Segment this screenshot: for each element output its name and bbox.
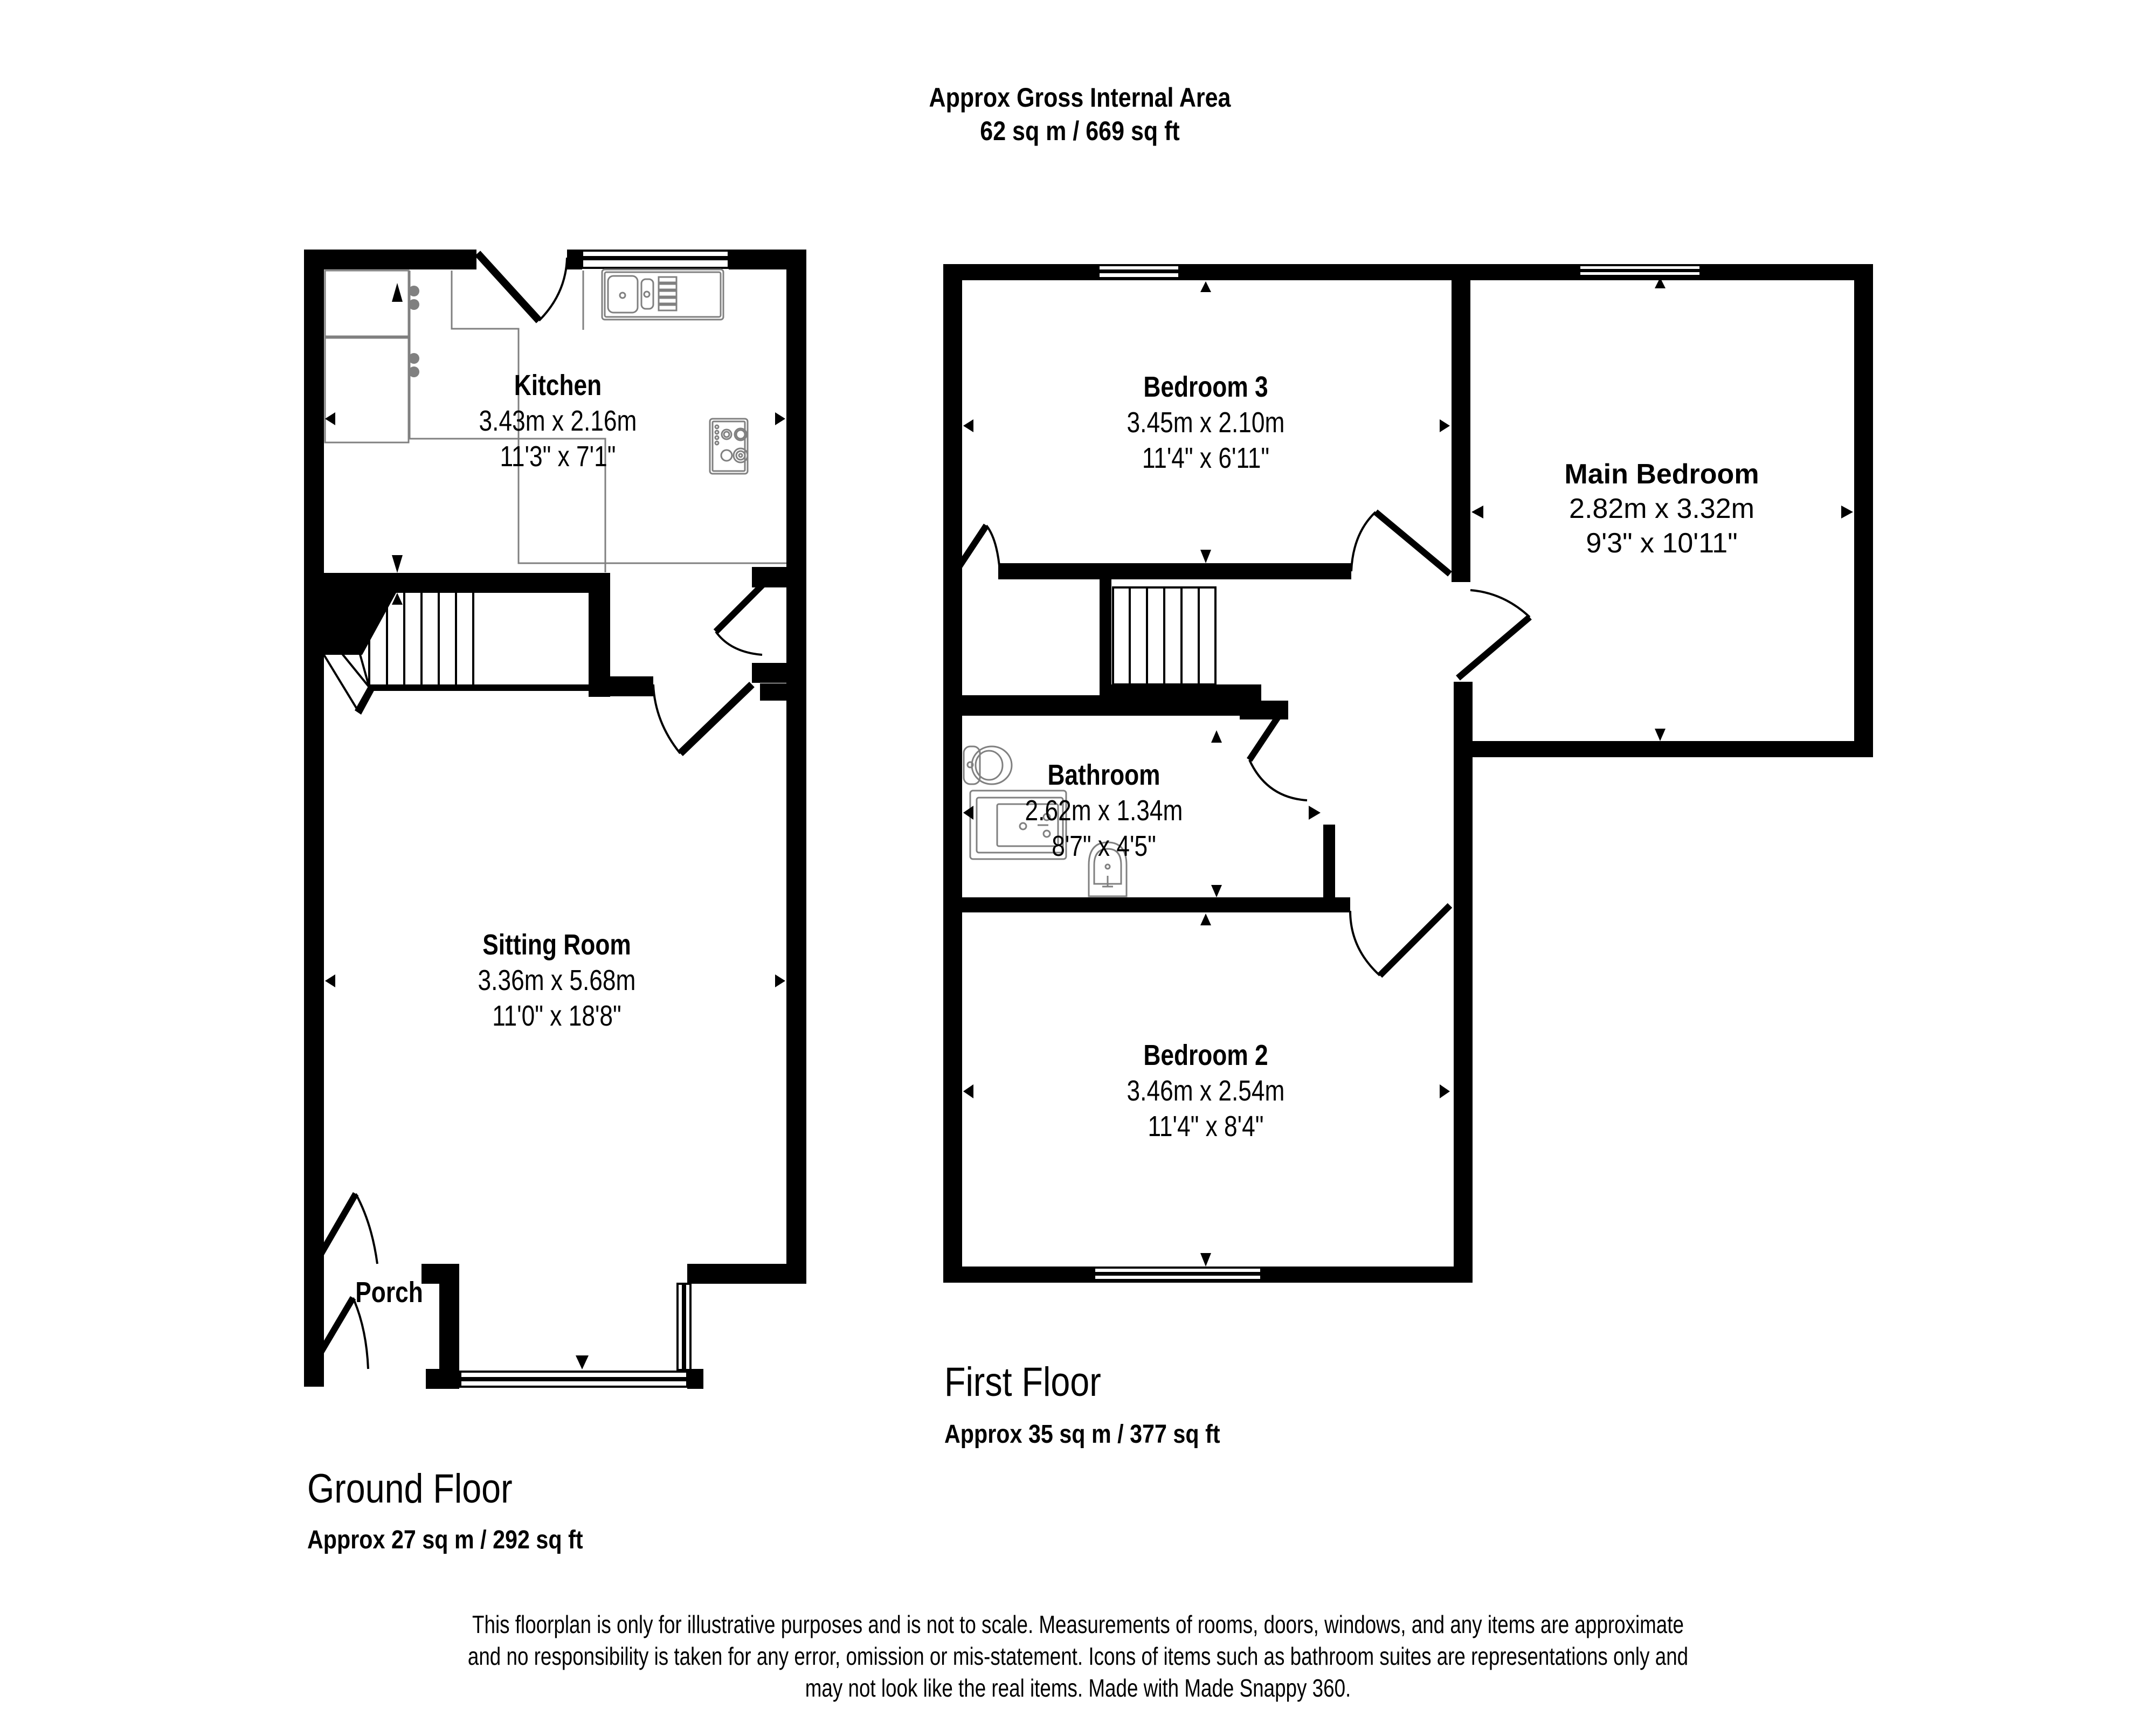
bedroom2-name: Bedroom 2 [1143, 1039, 1268, 1071]
bath-arrow-up [1211, 730, 1222, 743]
sitting-arrow-down [576, 1355, 589, 1369]
bath-arrow-right [1309, 806, 1321, 820]
ground-floor-plan [304, 250, 806, 1389]
gross-area-title: Approx Gross Internal Area [929, 82, 1231, 113]
kitchen-hob-icon [709, 418, 749, 475]
bed2-arrow-left [963, 1084, 973, 1098]
kitchen-imperial: 11'3" x 7'1" [500, 440, 616, 473]
kitchen-name: Kitchen [514, 369, 602, 402]
ground-floor-area: Approx 27 sq m / 292 sq ft [307, 1526, 583, 1554]
bed2-arrow-up [1200, 914, 1211, 925]
wash-basin-icon [1088, 841, 1128, 897]
disclaimer-line-3: may not look like the real items. Made w… [805, 1674, 1351, 1702]
porch-front-door [312, 1192, 378, 1369]
sitting-arrow-up [392, 593, 403, 605]
sitting-room-bay-window [459, 1283, 692, 1388]
plan-header: Approx Gross Internal Area 62 sq m / 669… [153, 81, 2007, 148]
bath-arrow-down [1211, 885, 1222, 897]
kitchen-sink-icon [601, 268, 724, 321]
bedroom2-window [1093, 1267, 1262, 1274]
main-arrow-right [1841, 506, 1853, 518]
kitchen-metric: 3.43m x 2.16m [479, 405, 637, 437]
kitchen-worktops [324, 269, 786, 572]
kitchen-back-door [474, 251, 568, 323]
disclaimer-line-1: This floorplan is only for illustrative … [472, 1610, 1684, 1638]
kitchen-arrow-left [325, 412, 335, 425]
first-floor-plan [943, 264, 1873, 1283]
room-label-bathroom: Bathroom 2.62m x 1.34m 8'7" x 4'5" [1007, 757, 1200, 864]
bed2-arrow-right [1440, 1084, 1450, 1098]
main-bedroom-window [1578, 264, 1702, 271]
main-bedroom-metric: 2.82m x 3.32m [1569, 493, 1754, 524]
sitting-room-metric: 3.36m x 5.68m [478, 964, 636, 997]
toilet-icon [963, 745, 1013, 785]
sitting-arrow-right [775, 974, 785, 987]
room-label-sitting-room: Sitting Room 3.36m x 5.68m 11'0" x 18'8" [460, 927, 653, 1034]
room-label-porch: Porch [348, 1275, 430, 1310]
main-arrow-down [1655, 729, 1666, 741]
bath-icon [969, 790, 1067, 860]
bed3-arrow-left [963, 419, 973, 432]
stair-base-wall [355, 684, 589, 715]
gross-area-value: 62 sq m / 669 sq ft [980, 116, 1180, 146]
sitting-room-imperial: 11'0" x 18'8" [492, 1000, 621, 1032]
disclaimer: This floorplan is only for illustrative … [0, 1609, 2156, 1704]
cupboard-door [713, 579, 768, 656]
main-arrow-left [1471, 506, 1483, 518]
first-floor-stairs [1112, 586, 1217, 686]
ground-floor-walls [304, 250, 806, 1389]
bedroom3-window [1097, 264, 1180, 272]
bathroom-name: Bathroom [1047, 759, 1160, 791]
first-floor-area: Approx 35 sq m / 377 sq ft [944, 1420, 1220, 1449]
kitchen-arrow-up [392, 283, 403, 302]
bathroom-metric: 2.62m x 1.34m [1025, 794, 1183, 827]
first-floor-dimension-arrows [963, 278, 1853, 1267]
bed3-arrow-right [1440, 419, 1450, 432]
main-arrow-up [1655, 278, 1666, 288]
sitting-arrow-left [325, 974, 335, 987]
bed2-arrow-down [1200, 1253, 1211, 1267]
sitting-room-name: Sitting Room [482, 929, 631, 961]
main-bedroom-imperial: 9'3" x 10'11" [1586, 528, 1738, 559]
first-floor-windows [1093, 264, 1702, 1281]
ground-floor-title: Ground Floor [307, 1466, 513, 1512]
sitting-room-door [652, 681, 755, 757]
kitchen-arrow-down [392, 555, 403, 573]
porch-name: Porch [355, 1276, 423, 1309]
bedroom3-name: Bedroom 3 [1143, 371, 1268, 403]
kitchen-window [581, 250, 730, 269]
bedroom2-imperial: 11'4" x 8'4" [1148, 1110, 1264, 1143]
bedroom3-imperial: 11'4" x 6'11" [1142, 442, 1270, 474]
room-label-bedroom-3: Bedroom 3 3.45m x 2.10m 11'4" x 6'11" [1109, 369, 1302, 476]
bed3-arrow-up [1200, 281, 1211, 292]
bath-arrow-left [963, 806, 973, 820]
room-label-kitchen: Kitchen 3.43m x 2.16m 11'3" x 7'1" [461, 368, 654, 474]
main-bedroom-name: Main Bedroom [1564, 459, 1759, 490]
bed3-arrow-down [1200, 550, 1211, 563]
room-label-bedroom-2: Bedroom 2 3.46m x 2.54m 11'4" x 8'4" [1109, 1037, 1302, 1144]
first-floor-title: First Floor [944, 1359, 1101, 1405]
appliance-handles [409, 286, 419, 377]
disclaimer-line-2: and no responsibility is taken for any e… [467, 1642, 1689, 1670]
first-floor-doors [953, 509, 1532, 978]
bedroom2-metric: 3.46m x 2.54m [1127, 1075, 1285, 1107]
room-label-main-bedroom: Main Bedroom 2.82m x 3.32m 9'3" x 10'11" [1564, 457, 1759, 560]
bedroom3-metric: 3.45m x 2.10m [1127, 406, 1285, 439]
kitchen-arrow-right [775, 412, 785, 425]
ground-floor-dimension-arrows [325, 283, 785, 1369]
bathroom-imperial: 8'7" x 4'5" [1052, 830, 1156, 862]
